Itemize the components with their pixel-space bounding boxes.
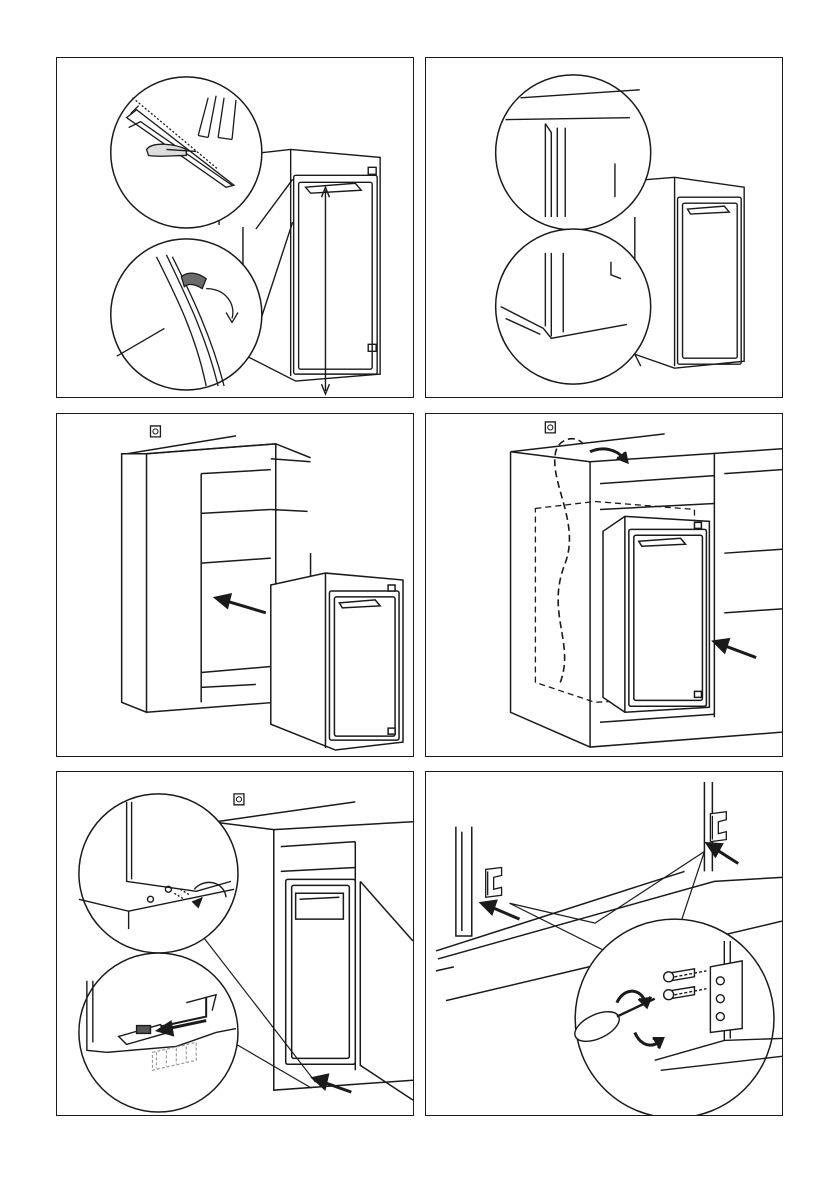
detail-circle-screw bbox=[79, 794, 238, 953]
illustration-cable bbox=[426, 414, 782, 756]
illustration-hinge bbox=[426, 772, 782, 1115]
power-socket-icon bbox=[150, 426, 160, 437]
push-direction-arrow bbox=[314, 1075, 352, 1092]
hinge-bracket-right bbox=[710, 812, 726, 842]
power-socket-icon bbox=[234, 794, 244, 805]
power-socket-icon bbox=[545, 422, 555, 433]
step-panel-fix-bottom bbox=[56, 771, 414, 1116]
detail-circle-bottom-corner bbox=[496, 229, 651, 384]
illustration-align bbox=[426, 58, 782, 397]
detail-circle-seal bbox=[111, 239, 262, 390]
push-direction-arrow bbox=[216, 595, 266, 613]
illustration-fix-bottom bbox=[57, 772, 413, 1115]
detail-circle-ruler bbox=[111, 77, 262, 228]
detail-circle-top-corner bbox=[496, 75, 651, 230]
illustration-insert bbox=[57, 414, 413, 756]
illustration-measure bbox=[57, 58, 413, 397]
step-panel-measure bbox=[56, 57, 414, 398]
detail-circle-hinge-screws bbox=[570, 919, 782, 1115]
hinge-bracket-left bbox=[486, 867, 502, 897]
push-direction-arrow bbox=[714, 640, 756, 658]
step-panel-cable bbox=[425, 413, 783, 757]
detail-circle-cover bbox=[79, 953, 238, 1112]
step-panel-align bbox=[425, 57, 783, 398]
step-panel-insert bbox=[56, 413, 414, 757]
step-panel-hinge bbox=[425, 771, 783, 1116]
